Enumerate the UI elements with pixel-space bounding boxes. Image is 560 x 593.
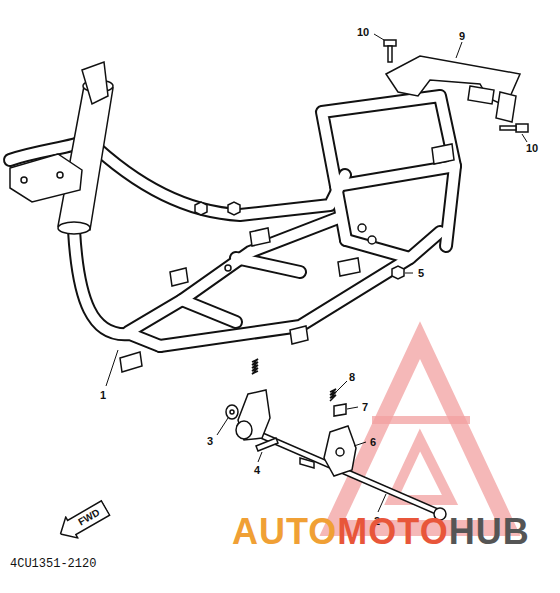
watermark-text: HUB [449,514,530,550]
watermark: AUTOMOTOHUB [232,514,530,550]
callout-number: 10 [357,27,369,38]
forward-arrow: FWD [53,496,113,546]
callout-number: 7 [362,402,368,413]
arrow-shape [54,498,111,545]
callout-number: 4 [254,465,260,476]
leader-lines [106,34,527,512]
frame-details [10,40,528,372]
callout-number: 6 [370,437,376,448]
callout-number: 5 [418,268,424,279]
watermark-text: AUTO [232,514,337,550]
callout-number: 3 [207,436,213,447]
callout-number: 9 [459,31,465,42]
callout-number: 8 [349,372,355,383]
part-code: 4CU1351-2120 [10,558,96,570]
callout-number: 1 [100,390,106,401]
callout-number: 10 [526,143,538,154]
watermark-text: MOTO [337,514,448,550]
watermark-logo [332,340,508,528]
stand-assembly [226,359,446,520]
